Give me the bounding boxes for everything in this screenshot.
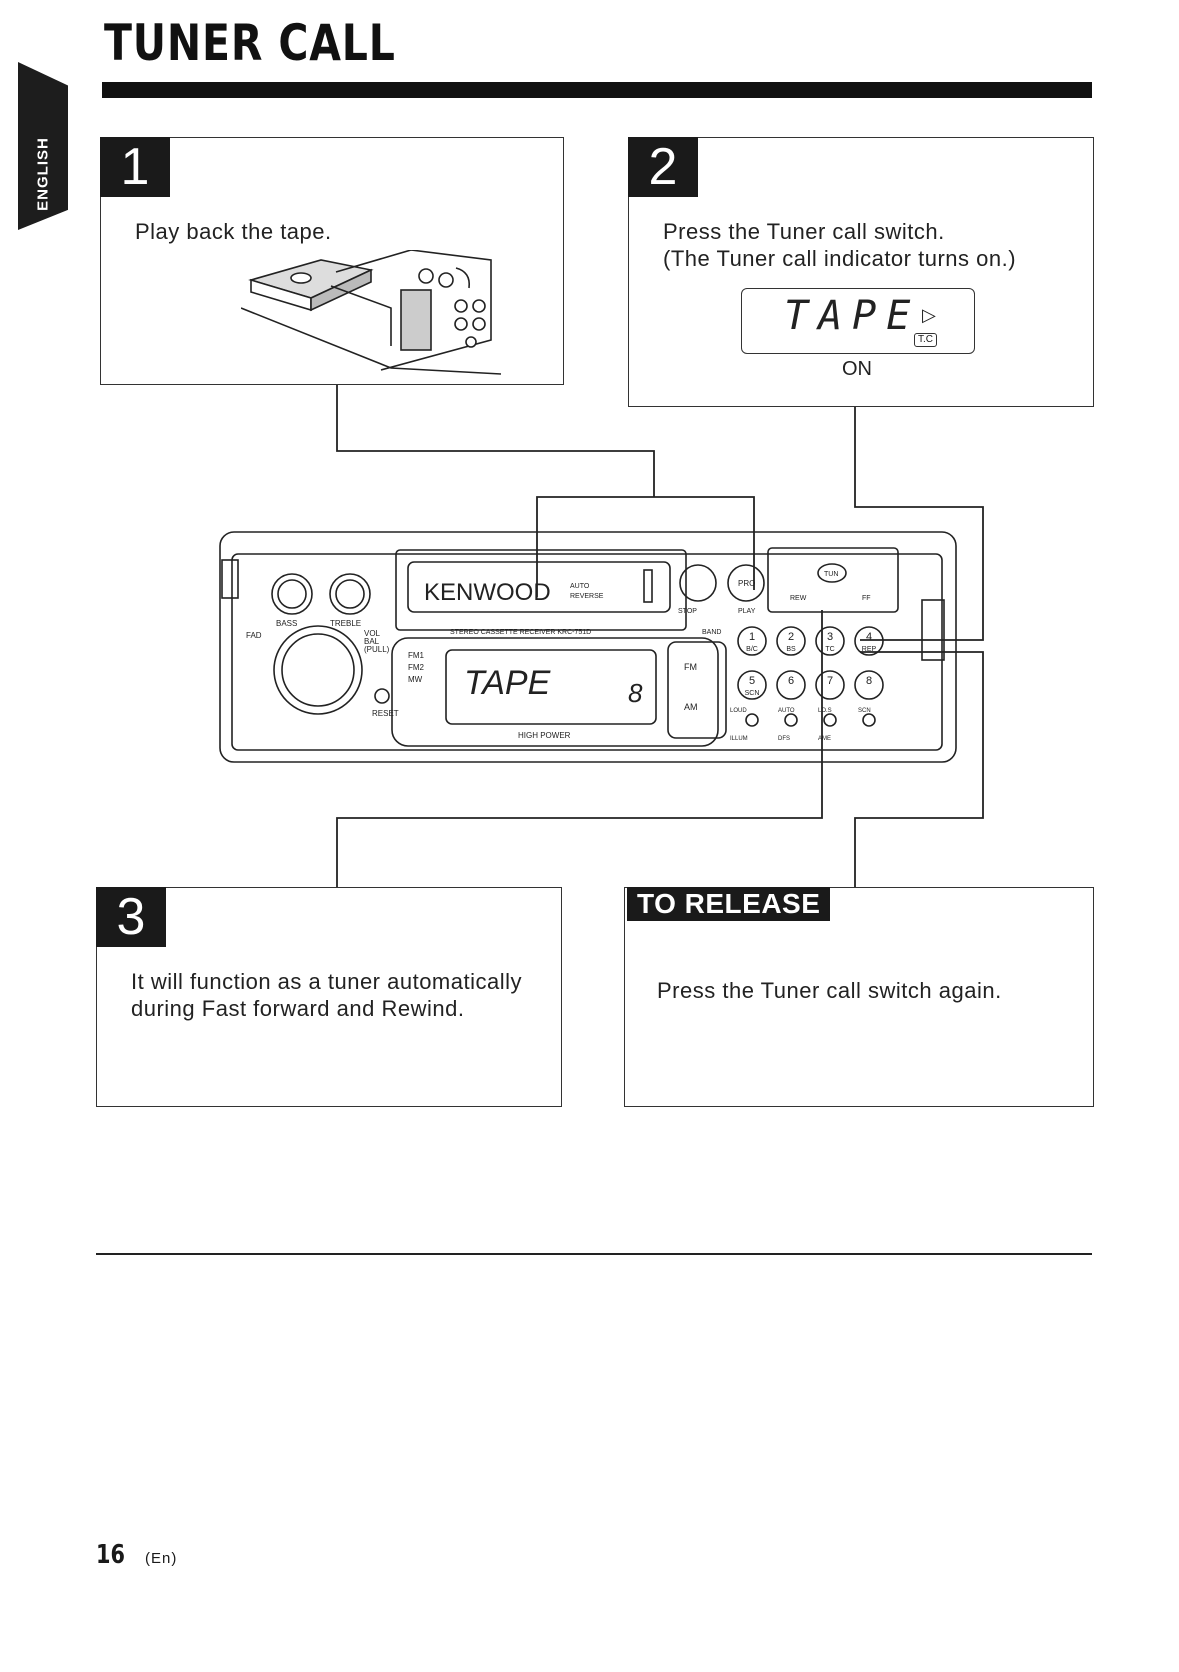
preset-2-sub: BS: [786, 646, 796, 653]
faceplate-inner: [231, 553, 943, 751]
device-display-number: 8: [628, 678, 643, 708]
auto-label: AUTO: [570, 583, 590, 590]
preset-7-label: 7: [827, 675, 833, 687]
reset-label: RESET: [372, 709, 399, 718]
cassette-insert-illustration: [241, 250, 502, 375]
receiver-faceplate: BASS TREBLE FAD VOL BAL (PULL) RESET KEN…: [219, 531, 957, 763]
ff-label: FF: [862, 595, 871, 602]
preset-3-sub: TC: [825, 646, 834, 653]
am-button-label: AM: [684, 702, 698, 712]
band-fm1: FM1: [408, 651, 425, 660]
cassette-door: [395, 549, 687, 631]
fader-label: FAD: [246, 631, 262, 640]
fm-button-label: FM: [684, 662, 697, 672]
preset-7: [815, 670, 845, 700]
step-2-text-line2: (The Tuner call indicator turns on.): [663, 246, 1017, 271]
preset-5-label: 5: [749, 675, 755, 687]
release-button: [221, 559, 239, 599]
step-1-text: Play back the tape.: [135, 219, 332, 244]
band-mw: MW: [408, 675, 423, 684]
volume-knob: [273, 625, 363, 715]
connector-cassette: [536, 496, 755, 597]
language-tab: ENGLISH: [18, 62, 68, 230]
preset-3: [815, 626, 845, 656]
step-3-text-line1: It will function as a tuner automaticall…: [131, 969, 523, 994]
preset-1: [737, 626, 767, 656]
tuner-call-indicator: T.C: [914, 333, 937, 347]
reset-button: [374, 688, 390, 704]
play-label: PLAY: [738, 608, 756, 615]
treble-label: TREBLE: [330, 619, 361, 628]
preset-4-label: 4: [866, 631, 872, 643]
preset-1-sub: B/C: [746, 646, 758, 653]
release-box: TO RELEASE Press the Tuner call switch a…: [624, 887, 1094, 1107]
main-display: [391, 637, 719, 747]
preset-6-label: 6: [788, 675, 794, 687]
rew-label: REW: [790, 595, 807, 602]
step-1-box: 1 Play back the tape.: [100, 137, 564, 385]
eject-button: [679, 564, 717, 602]
connector-step-1: [336, 383, 655, 497]
side-button-right: [921, 599, 945, 661]
release-label: TO RELEASE: [627, 887, 831, 921]
treble-knob: [329, 573, 371, 615]
loud-label: LOUD: [730, 708, 747, 714]
step-3-box: 3 It will function as a tuner automatica…: [96, 887, 562, 1107]
preset-3-label: 3: [827, 631, 833, 643]
stop-label: STOP: [678, 608, 697, 615]
vol-label: VOL: [364, 629, 381, 638]
page-title: TUNER CALL: [104, 14, 396, 72]
title-rule: [102, 82, 1092, 98]
preset-2: [776, 626, 806, 656]
auto-bottom-label: AUTO: [778, 708, 795, 714]
preset-5-sub: SCN: [745, 690, 760, 697]
preset-8-label: 8: [866, 675, 872, 687]
step-3-number: 3: [96, 887, 166, 947]
bal-label: BAL: [364, 637, 380, 646]
preset-2-label: 2: [788, 631, 794, 643]
pull-label: (PULL): [364, 645, 390, 654]
device-display-text: TAPE: [464, 664, 551, 702]
preset-4: [854, 626, 884, 656]
ame-label: AME: [818, 736, 831, 742]
dfs-label: DFS: [778, 736, 790, 742]
preset-5: [737, 670, 767, 700]
step-2-number: 2: [628, 137, 698, 197]
tape-display: TAPE ▷ T.C: [741, 288, 975, 354]
step-2-box: 2 Press the Tuner call switch. (The Tune…: [628, 137, 1094, 407]
los-label: LO.S: [818, 708, 832, 714]
bass-label: BASS: [276, 619, 297, 628]
display-text: TAPE: [784, 293, 921, 339]
tuner-call-panel: [767, 547, 899, 613]
play-icon: ▷: [922, 305, 936, 325]
high-power-label: HIGH POWER: [518, 731, 571, 740]
step-1-number: 1: [100, 137, 170, 197]
bass-knob: [271, 573, 313, 615]
tun-button: [817, 563, 847, 583]
tun-label: TUN: [824, 571, 838, 578]
page-number: 16: [96, 1540, 125, 1570]
scn-label: SCN: [858, 708, 871, 714]
release-text: Press the Tuner call switch again.: [657, 978, 1002, 1003]
illum-label: ILLUM: [730, 736, 748, 742]
preset-4-sub: REP: [862, 646, 877, 653]
page-language: (En): [145, 1550, 178, 1567]
preset-8: [854, 670, 884, 700]
bottom-rule: [96, 1253, 1092, 1255]
model-label: STEREO CASSETTE RECEIVER KRC-751D: [450, 629, 591, 636]
step-2-text-line1: Press the Tuner call switch.: [663, 219, 945, 244]
display-caption: ON: [842, 358, 872, 380]
faceplate-outer: [219, 531, 957, 763]
step-3-text-line2: during Fast forward and Rewind.: [131, 996, 465, 1021]
connector-step-3: [336, 610, 823, 887]
reverse-label: REVERSE: [570, 593, 604, 600]
preset-1-label: 1: [749, 631, 755, 643]
pro-button: [727, 564, 765, 602]
pro-label: PRO: [738, 579, 755, 588]
band-fm2: FM2: [408, 663, 425, 672]
brand-logo: KENWOOD: [424, 579, 551, 606]
preset-6: [776, 670, 806, 700]
band-label: BAND: [702, 629, 721, 636]
